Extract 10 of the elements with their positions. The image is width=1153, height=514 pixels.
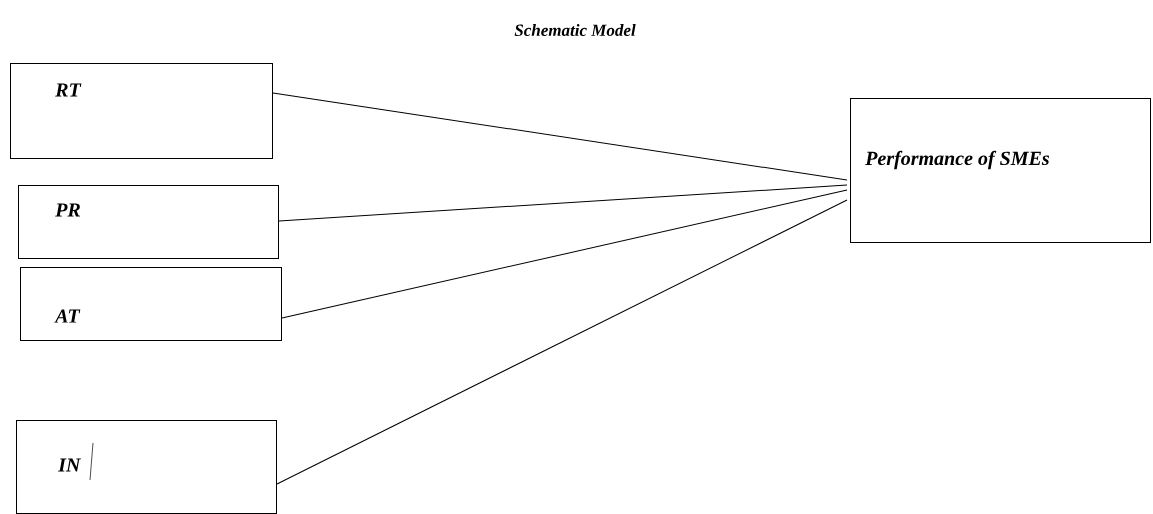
connector-line xyxy=(276,199,848,485)
text-box: IN xyxy=(16,420,277,514)
text-box: PR xyxy=(18,185,279,259)
connector-line xyxy=(281,189,848,319)
connector-line xyxy=(272,92,848,181)
text-box: Performance of SMEs xyxy=(850,98,1151,243)
text-box: AT xyxy=(20,267,282,341)
text-box: RT xyxy=(10,63,273,159)
title: Schematic Model xyxy=(514,24,636,36)
connector-line xyxy=(278,184,848,222)
